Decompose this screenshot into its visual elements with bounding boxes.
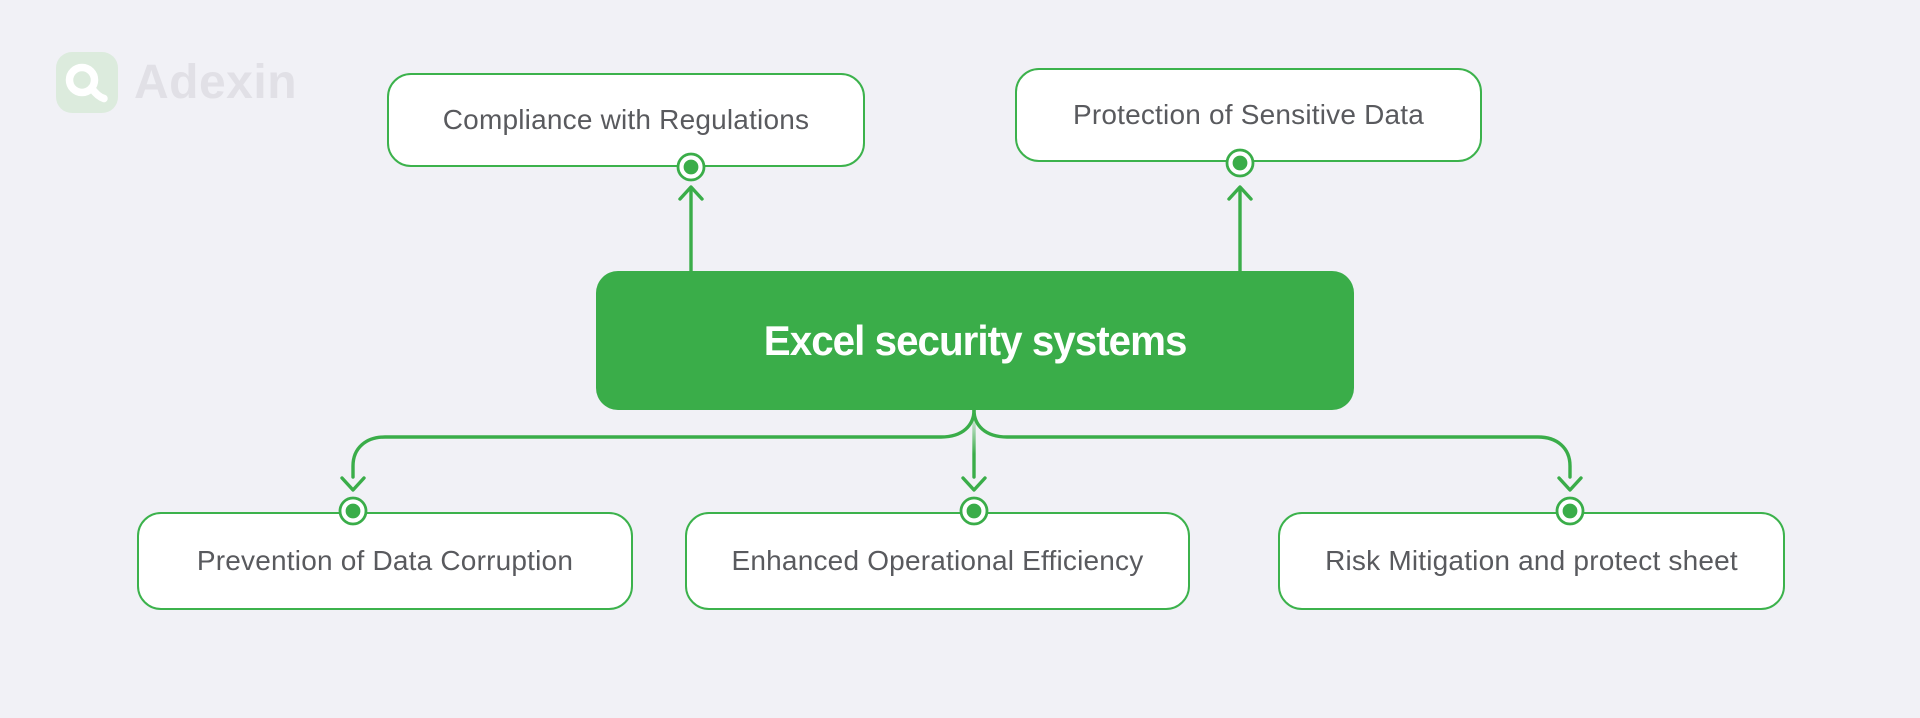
arrow-down-middle-head-icon <box>961 476 987 492</box>
node-enhanced-operational-efficiency: Enhanced Operational Efficiency <box>685 512 1190 610</box>
adexin-a-glyph <box>65 63 108 103</box>
node-prevention-of-data-corruption: Prevention of Data Corruption <box>137 512 633 610</box>
node-label: Prevention of Data Corruption <box>196 545 574 576</box>
brand-logo: Adexin <box>56 52 297 113</box>
node-label: Compliance with Regulations <box>442 104 810 135</box>
node-risk-mitigation-and-protect-sheet: Risk Mitigation and protect sheet <box>1278 512 1785 610</box>
center-node-label: Excel security systems <box>763 316 1188 364</box>
brand-name: Adexin <box>134 55 298 109</box>
arrow-up-right-head-icon <box>1227 185 1253 201</box>
branch-right-line <box>972 408 1572 479</box>
adexin-logo-icon <box>56 52 118 113</box>
node-label: Risk Mitigation and protect sheet <box>1325 545 1738 576</box>
node-excel-security-systems: Excel security systems <box>596 271 1354 410</box>
node-compliance-with-regulations: Compliance with Regulations <box>387 73 865 167</box>
arrow-up-left-head-icon <box>678 185 704 201</box>
branch-left-line <box>351 408 976 479</box>
node-label: Enhanced Operational Efficiency <box>731 545 1144 576</box>
arrow-down-right-head-icon <box>1557 476 1583 492</box>
node-label: Protection of Sensitive Data <box>1072 99 1425 130</box>
node-protection-of-sensitive-data: Protection of Sensitive Data <box>1015 68 1482 162</box>
arrow-down-left-head-icon <box>340 476 366 492</box>
